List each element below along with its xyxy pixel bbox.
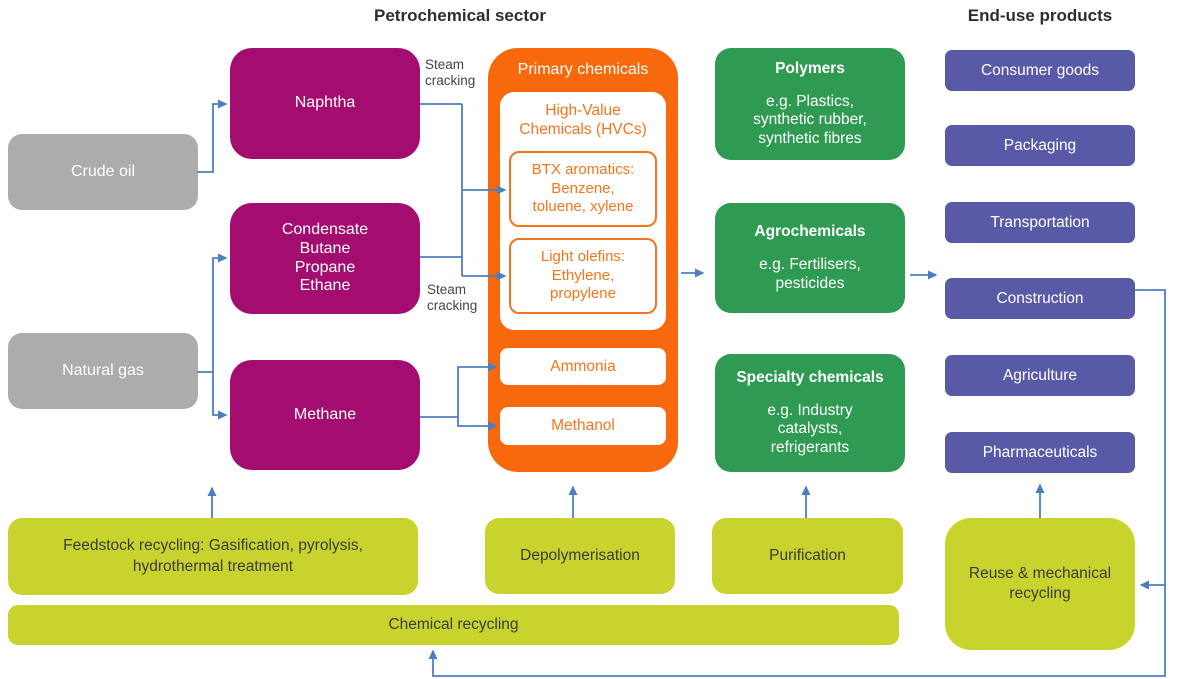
title-end-use-products: End-use products	[967, 6, 1113, 25]
box-methane: Methane	[230, 360, 420, 470]
panel-high-value-chemicals: High-Value Chemicals (HVCs) BTX aromatic…	[500, 92, 666, 330]
specialty-chemicals-examples: e.g. Industry catalysts, refrigerants	[767, 401, 853, 456]
arrow-naturalgas-to-methane	[212, 372, 228, 420]
agrochemicals-title: Agrochemicals	[754, 222, 866, 240]
box-feedstock-recycling: Feedstock recycling: Gasification, pyrol…	[8, 518, 418, 595]
box-consumer-goods: Consumer goods	[945, 50, 1135, 91]
box-crude-oil: Crude oil	[8, 134, 198, 210]
box-light-olefins: Light olefins: Ethylene, propylene	[509, 238, 657, 314]
box-polymers: Polymers e.g. Plastics, synthetic rubber…	[715, 48, 905, 160]
hvc-heading: High-Value Chemicals (HVCs)	[519, 102, 647, 139]
box-chemical-recycling: Chemical recycling	[8, 605, 899, 645]
box-depolymerisation: Depolymerisation	[485, 518, 675, 594]
box-btx-aromatics: BTX aromatics: Benzene, toluene, xylene	[509, 151, 657, 227]
box-packaging: Packaging	[945, 125, 1135, 166]
box-agriculture: Agriculture	[945, 355, 1135, 396]
box-natural-gas: Natural gas	[8, 333, 198, 409]
box-condensate-butane-propane-ethane: Condensate Butane Propane Ethane	[230, 203, 420, 314]
box-methanol: Methanol	[500, 407, 666, 445]
box-reuse-mechanical-recycling: Reuse & mechanical recycling	[945, 518, 1135, 650]
label-steam-cracking-top: Steam cracking	[425, 57, 476, 88]
agrochemicals-examples: e.g. Fertilisers, pesticides	[759, 255, 861, 292]
box-specialty-chemicals: Specialty chemicals e.g. Industry cataly…	[715, 354, 905, 472]
box-primary-chemicals: Primary chemicals High-Value Chemicals (…	[488, 48, 678, 472]
box-transportation: Transportation	[945, 202, 1135, 243]
title-petrochemical-sector: Petrochemical sector	[374, 6, 546, 25]
specialty-chemicals-title: Specialty chemicals	[736, 368, 884, 386]
polymers-title: Polymers	[775, 59, 845, 77]
arrow-methane-to-ammonia	[420, 362, 498, 418]
polymers-examples: e.g. Plastics, synthetic rubber, synthet…	[753, 92, 867, 147]
label-steam-cracking-bottom: Steam cracking	[427, 282, 478, 313]
box-ammonia: Ammonia	[500, 348, 666, 385]
box-pharmaceuticals: Pharmaceuticals	[945, 432, 1135, 473]
box-purification: Purification	[712, 518, 903, 594]
box-construction: Construction	[945, 278, 1135, 319]
arrow-naturalgas-to-condensate	[212, 253, 228, 372]
primary-chemicals-title: Primary chemicals	[517, 61, 649, 78]
box-naphtha: Naphtha	[230, 48, 420, 159]
arrow-crude-to-naphtha	[197, 99, 228, 173]
box-agrochemicals: Agrochemicals e.g. Fertilisers, pesticid…	[715, 203, 905, 313]
